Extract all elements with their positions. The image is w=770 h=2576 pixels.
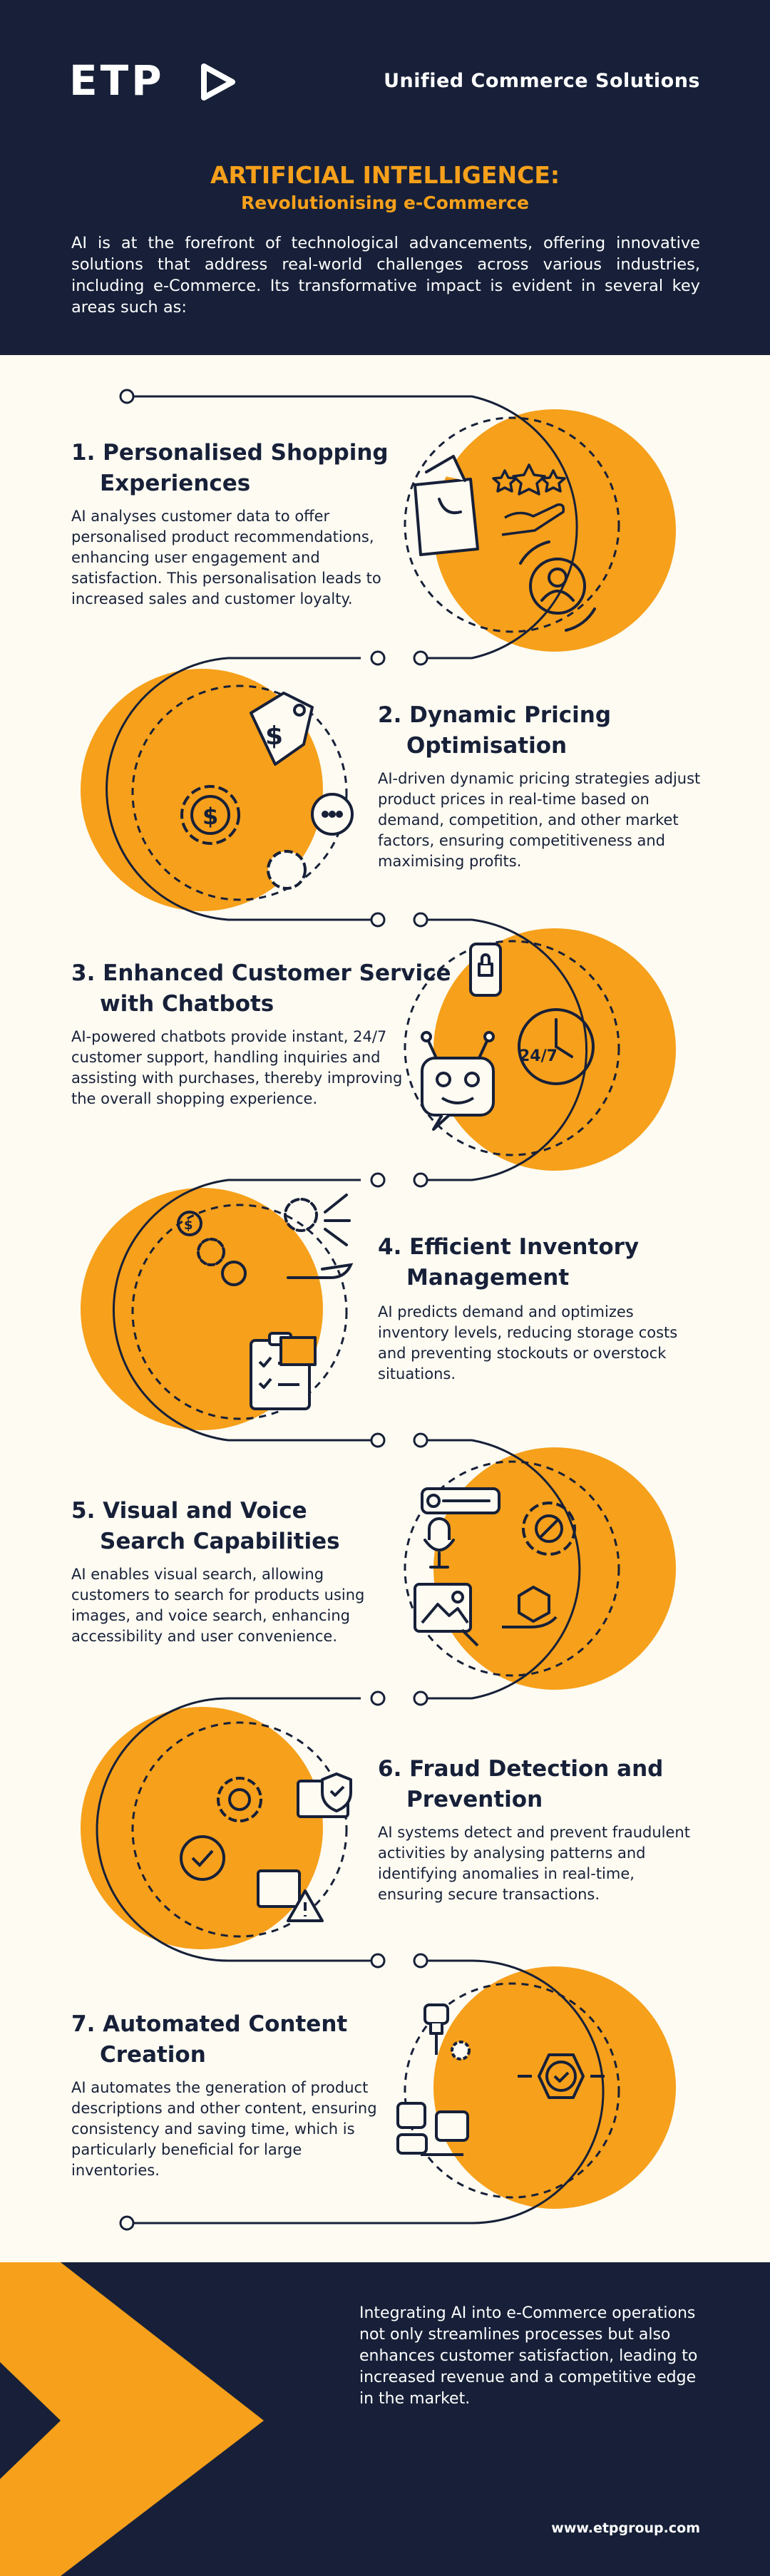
smartphone-lock-icon <box>469 943 502 997</box>
brand-tagline: Unified Commerce Solutions <box>384 70 700 92</box>
section-6-title: 6. Fraud Detection and Prevention <box>378 1754 663 1815</box>
section-6-title-line1: 6. Fraud Detection and <box>378 1756 664 1782</box>
hand-box-icon <box>502 1585 558 1628</box>
footer-website-link[interactable]: www.etpgroup.com <box>551 2520 700 2536</box>
gear-check-icon <box>518 2053 605 2099</box>
svg-text:$: $ <box>202 803 218 830</box>
clock-24-7-icon: 24/7 <box>518 1008 595 1085</box>
warning-icon <box>257 1869 324 1922</box>
section-1-title: 1. Personalised Shopping Experiences <box>71 438 389 499</box>
page-subtitle: Revolutionising e-Commerce <box>241 193 529 213</box>
gear-magnifier-icon <box>217 1777 262 1822</box>
section-5-body: AI enables visual search, allowing custo… <box>71 1566 365 1645</box>
section-3-title-line2: with Chatbots <box>100 991 274 1017</box>
section-1-body: AI analyses customer data to offer perso… <box>71 508 381 607</box>
section-4-title-line2: Management <box>406 1265 570 1290</box>
section-1-title-line1: 1. Personalised Shopping <box>71 440 389 466</box>
section-4-title: 4. Efficient Inventory Management <box>378 1232 639 1293</box>
dashed-rings <box>131 416 620 2199</box>
section-3-body: AI-powered chatbots provide instant, 24/… <box>71 1028 403 1107</box>
section-7-body: AI automates the generation of product d… <box>71 2079 377 2179</box>
section-1-title-line2: Experiences <box>100 471 251 496</box>
shopping-bag-icon <box>414 455 479 556</box>
section-6-body: AI systems detect and prevent fraudulent… <box>378 1824 690 1903</box>
gear-tool-icon <box>522 1502 576 1556</box>
connector-path <box>96 395 605 2225</box>
dollar-gear-icon: $ <box>180 785 240 845</box>
clock-label: 24/7 <box>519 1047 558 1065</box>
inventory-gears-icon: $ <box>177 1194 354 1286</box>
section-5-title-line1: 5. Visual and Voice <box>71 1498 307 1524</box>
flow-graphic: $ $ 24/7 $ <box>81 389 676 2231</box>
footer-conclusion: Integrating AI into e-Commerce operation… <box>359 2304 698 2408</box>
chat-bubble-icon <box>267 793 354 890</box>
svg-text:$: $ <box>265 722 283 751</box>
microphone-search-icon <box>421 1487 500 1569</box>
section-4-body: AI predicts demand and optimizes invento… <box>378 1303 678 1382</box>
logo-text: ETP <box>69 56 165 105</box>
check-circle-icon <box>180 1835 225 1881</box>
section-5-title: 5. Visual and Voice Search Capabilities <box>71 1496 340 1557</box>
section-2-title-line2: Optimisation <box>406 733 568 759</box>
section-7-title-line1: 7. Automated Content <box>71 2011 348 2037</box>
logo-play-triangle-icon <box>201 63 235 101</box>
section-5-title-line2: Search Capabilities <box>100 1529 340 1554</box>
clipboard-checklist-icon <box>250 1332 317 1410</box>
section-7-title-line2: Creation <box>100 2042 206 2068</box>
price-tag-icon: $ <box>250 692 314 766</box>
section-2-body: AI-driven dynamic pricing strategies adj… <box>378 770 701 870</box>
header-banner: ETP Unified Commerce Solutions ARTIFICIA… <box>0 0 770 355</box>
section-2-title-line1: 2. Dynamic Pricing <box>378 702 612 728</box>
svg-text:$: $ <box>184 1218 193 1233</box>
section-2-title: 2. Dynamic Pricing Optimisation <box>378 700 611 761</box>
chatbot-icon <box>421 1031 495 1131</box>
section-3-title-line1: 3. Enhanced Customer Service <box>71 960 451 986</box>
image-search-icon <box>414 1583 479 1647</box>
section-6-title-line2: Prevention <box>406 1787 543 1812</box>
section-3-title: 3. Enhanced Customer Service with Chatbo… <box>71 958 451 1020</box>
footer-banner: Integrating AI into e-Commerce operation… <box>0 2262 770 2576</box>
shield-check-icon <box>297 1772 352 1818</box>
footer-arrow-graphic <box>0 2262 264 2576</box>
connector-nodes <box>119 389 428 2231</box>
star-rating-icon <box>492 463 566 536</box>
section-7-title: 7. Automated Content Creation <box>71 2009 347 2070</box>
section-4-title-line1: 4. Efficient Inventory <box>378 1234 640 1260</box>
robot-content-icon <box>396 2003 471 2156</box>
user-profile-icon <box>519 540 596 632</box>
intro-paragraph: AI is at the forefront of technological … <box>71 234 700 317</box>
page-title: ARTIFICIAL INTELLIGENCE: <box>210 161 560 189</box>
